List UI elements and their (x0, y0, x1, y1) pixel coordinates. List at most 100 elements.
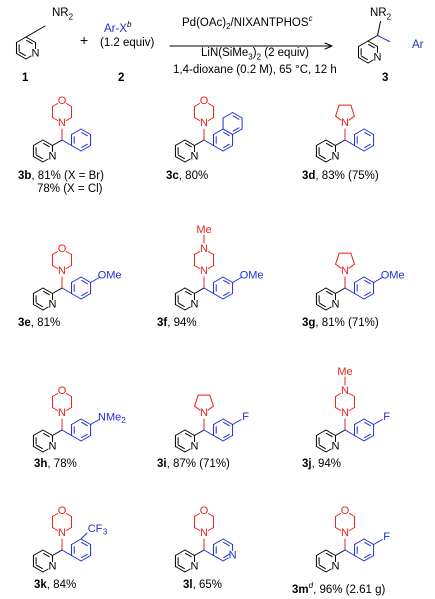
pyrrolidine-bond (335, 115, 342, 121)
reagent2-number: 2 (118, 72, 125, 84)
pyrrolidine-bond (348, 263, 355, 269)
aryl-ring-bond (71, 555, 82, 562)
methine-aryl-bond (344, 429, 356, 436)
amine-nitrogen: N (58, 117, 66, 129)
morpholine-bond (65, 117, 73, 121)
aryl-ring-bond (354, 555, 365, 562)
pyridine-ring-bond (315, 287, 327, 294)
pyridine-ring-bond (184, 448, 191, 453)
morpholine-bond (65, 103, 73, 107)
naphthyl-double-bond (232, 127, 240, 132)
amine-nitrogen: N (341, 117, 349, 129)
aryl-ring-bond (80, 418, 92, 425)
para-substituent-bond (90, 277, 100, 283)
aryl-ring-bond (213, 538, 224, 545)
product-ar-bond (377, 35, 390, 42)
aryl-ring-bond (213, 293, 224, 300)
reagent2-equiv: (1.2 equiv) (100, 37, 155, 49)
pyridine-ring-bond (32, 156, 44, 163)
aryl-ring-bond (71, 276, 82, 283)
N-methylpiperazine-bond (193, 251, 201, 255)
aryl-ring-bond (213, 145, 224, 152)
aryl-ring-heteroatom: N (229, 550, 237, 562)
pyridine-ring-bond (42, 568, 49, 573)
product-nr2-label: NR2 (370, 7, 392, 22)
methine-aryl-bond (203, 429, 215, 436)
para-substituent-label: OMe (381, 270, 405, 282)
aryl-ring-double-bond (223, 291, 230, 297)
amine-nitrogen: N (58, 407, 66, 419)
aryl-ring-double-bond (364, 143, 371, 149)
pyridine-ring-heteroatom: N (190, 299, 198, 311)
aryl-ring-double-bond (223, 143, 230, 149)
morpholine-oxygen: O (58, 505, 67, 517)
aryl-ring-bond (80, 128, 92, 135)
product-pyridine-bond (367, 59, 374, 64)
morpholine-oxygen: O (341, 505, 350, 517)
aryl-ring-bond (363, 538, 375, 545)
morpholine-oxygen: O (200, 95, 209, 107)
reagent1-nr2-label: NR2 (52, 7, 74, 22)
morpholine-bond (65, 393, 73, 397)
cf3-label: CF (88, 523, 103, 535)
morpholine-bond (207, 527, 215, 531)
pyridine-ring-double-bond (326, 142, 333, 148)
reagent1-pyridine-double-bond (19, 51, 26, 57)
naphthyl-double-bond (232, 115, 240, 120)
aryl-ring-double-bond (81, 421, 88, 427)
pyridine-ring-heteroatom: N (48, 561, 56, 573)
morpholine-bond (207, 117, 215, 121)
amine-nitrogen: N (58, 265, 66, 277)
methine-aryl-bond (203, 549, 215, 556)
pyridine-ring-double-bond (178, 154, 185, 160)
methine-pyridine-bond (193, 549, 205, 556)
aryl-ring-double-bond (223, 433, 230, 439)
para-substituent-bond (232, 419, 242, 425)
pyridine-ring-double-bond (43, 432, 50, 438)
reagent2-formula: Ar-Xb (104, 20, 132, 35)
amine-nitrogen: N (58, 527, 66, 539)
morpholine-bond (65, 407, 73, 411)
pyridine-ring-double-bond (319, 154, 326, 160)
product-3j-caption: 3j, 94% (302, 458, 342, 470)
pyridine-ring-double-bond (36, 444, 43, 450)
product-3d-caption: 3d, 83% (75%) (302, 170, 379, 182)
aryl-ring-bond (213, 555, 224, 562)
morpholine-bond (51, 513, 59, 517)
methine-pyridine-bond (51, 139, 63, 146)
pyridine-ring-bond (174, 156, 186, 163)
pyridine-ring-bond (32, 429, 44, 436)
para-substituent-label: OMe (98, 270, 122, 282)
N-methylpiperazine-bond (207, 251, 215, 255)
morpholine-bond (65, 513, 73, 517)
methine-pyridine-bond (51, 549, 63, 556)
naphthyl-bond (222, 112, 234, 119)
aryl-ring-bond (354, 293, 365, 300)
pyridine-ring-heteroatom: N (331, 299, 339, 311)
aryl-ring-double-bond (81, 291, 88, 297)
aryl-ring-bond (363, 555, 375, 562)
product-pyridine-bond (357, 57, 369, 64)
pyridine-ring-double-bond (36, 564, 43, 570)
methine-aryl-bond (344, 139, 356, 146)
para-substituent-bond (373, 539, 383, 545)
pyridine-ring-double-bond (178, 444, 185, 450)
pyrrolidine-bond (194, 405, 201, 411)
cf3-subscript: 3 (103, 528, 108, 537)
aryl-ring-double-bond (81, 143, 88, 149)
pyrrolidine-bond (335, 263, 342, 269)
aryl-ring-double-bond (81, 541, 88, 547)
pyridine-ring-bond (42, 549, 53, 556)
plus-sign: + (80, 32, 89, 48)
morpholine-bond (65, 251, 73, 255)
product-3i-caption: 3i, 87% (71%) (157, 458, 230, 470)
pyrrolidine-bond (348, 115, 355, 121)
reagent1-cn-bond (35, 25, 46, 32)
pyrrolidine-bond (350, 104, 355, 117)
aryl-ring-bond (222, 557, 229, 562)
aryl-ring-double-bond (81, 433, 88, 439)
aryl-ring-bond (71, 418, 82, 425)
aryl-ring-bond (354, 128, 365, 135)
pyridine-ring-heteroatom: N (190, 561, 198, 573)
pyridine-ring-double-bond (36, 302, 43, 308)
